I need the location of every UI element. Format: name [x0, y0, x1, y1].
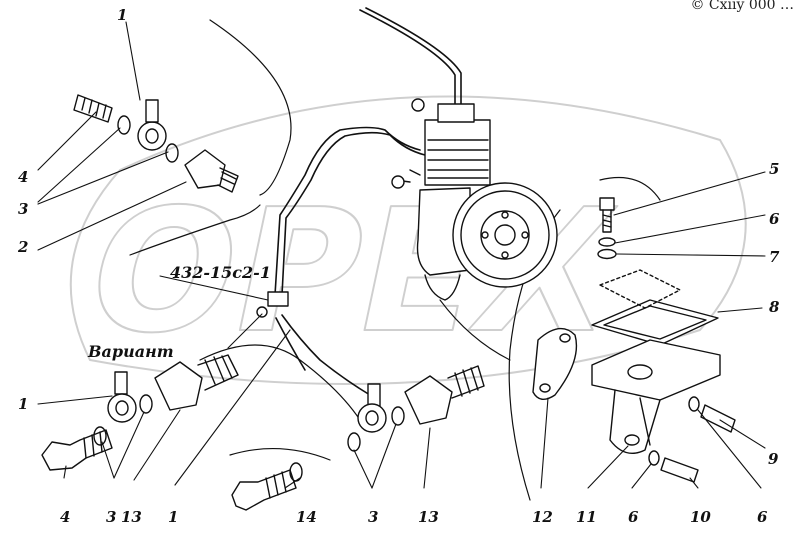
callout-8: 8 [769, 298, 780, 316]
callout-3: 3 [18, 200, 29, 218]
callout-4-variant: 4 [60, 508, 71, 526]
callout-10: 10 [690, 508, 711, 526]
callout-4: 4 [18, 168, 29, 186]
callout-3-bottom: 3 [368, 508, 379, 526]
callout-3-variant: 3 [106, 508, 117, 526]
tee-fitting [256, 291, 289, 318]
corner-text: © Сxiiy 000 … [690, 0, 794, 13]
variant-fittings [41, 354, 239, 471]
callout-6-right: 6 [757, 508, 768, 526]
leader-lines [37, 21, 766, 489]
callout-6-bottom: 6 [628, 508, 639, 526]
callout-6: 6 [769, 210, 780, 228]
callout-7: 7 [769, 248, 780, 266]
callout-11: 11 [576, 508, 597, 526]
callout-9: 9 [768, 450, 779, 468]
compressor-assembly [391, 98, 558, 301]
callout-13-bottom: 13 [418, 508, 439, 526]
bottom-fittings [231, 365, 485, 511]
mounting-parts-right [591, 197, 719, 346]
callout-2: 2 [18, 238, 29, 256]
fittings-top-left [73, 94, 239, 193]
variant-label: Вариант [88, 342, 174, 361]
callout-1-bottom: 1 [168, 508, 179, 526]
gasket-pad [532, 327, 578, 400]
callout-1-variant: 1 [18, 395, 29, 413]
callout-1: 1 [117, 6, 128, 24]
pipe-lines [274, 7, 462, 396]
callout-5: 5 [769, 160, 780, 178]
callout-12: 12 [532, 508, 553, 526]
part-code-label: 432-15с2-1 [170, 263, 271, 282]
bracket-assembly [591, 339, 736, 483]
callout-14: 14 [296, 508, 317, 526]
callout-13-variant: 13 [121, 508, 142, 526]
